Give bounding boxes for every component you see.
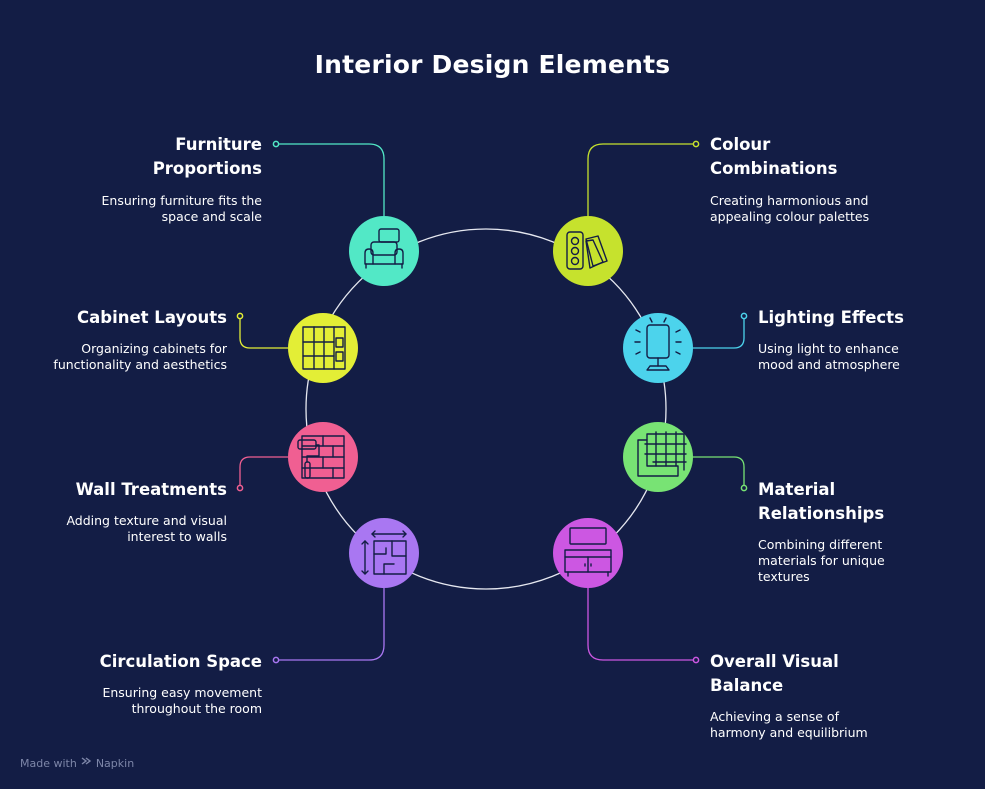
desc-furniture-proportions: Ensuring furniture fits the space and sc… [101,193,262,224]
connector-cabinet [239,316,288,349]
connector-furniture [276,143,385,216]
connector-material [692,456,745,488]
color-swatch-icon [566,231,608,270]
dot-circulation [272,656,280,664]
desc-wall-treatments: Adding texture and visual interest to wa… [66,513,227,544]
desc-circulation-space: Ensuring easy movement throughout the ro… [102,685,262,716]
desc-overall-visual-balance: Achieving a sense of harmony and equilib… [710,709,868,740]
paint-roller-icon [297,435,345,479]
footer-brand: Napkin [95,756,135,770]
sofa-icon [364,228,404,269]
desc-lighting-effects: Using light to enhance mood and atmosphe… [758,341,900,372]
label-furniture-proportions: Furniture Proportions [152,135,262,178]
node-lighting [623,313,693,383]
dot-wall [236,484,244,492]
dot-colour [692,140,700,148]
dot-cabinet [236,312,244,320]
label-lighting-effects: Lighting Effects [758,308,904,327]
node-furniture [349,216,419,286]
page-title: Interior Design Elements [314,50,671,79]
node-material [623,422,693,492]
sideboard-icon [564,527,612,577]
desc-material-relationships: Combining different materials for unique… [758,537,885,584]
label-material-relationships: Material Relationships [758,480,885,523]
dot-material [740,484,748,492]
desc-colour-combinations: Creating harmonious and appealing colour… [710,193,870,224]
connector-balance [587,588,696,661]
dot-furniture [272,140,280,148]
cabinet-icon [302,326,346,370]
footer-made-with: Made with [20,756,77,770]
connector-wall [239,456,288,488]
lamp-icon [634,317,682,371]
footer-attribution: Made with Napkin [20,756,134,770]
connector-circulation [276,588,385,661]
label-cabinet-layouts: Cabinet Layouts [77,308,227,327]
napkin-logo-icon [81,756,92,770]
floor-plan-icon [361,530,407,575]
label-colour-combinations: Colour Combinations [710,135,838,178]
label-overall-visual-balance: Overall Visual Balance [710,652,839,695]
connector-colour [587,143,696,216]
desc-cabinet-layouts: Organizing cabinets for functionality an… [53,341,227,372]
node-circulation [349,518,419,588]
material-grid-icon [637,431,687,477]
label-wall-treatments: Wall Treatments [75,480,227,499]
connector-lighting [692,316,745,349]
dot-lighting [740,312,748,320]
central-ring [305,228,667,590]
dot-balance [692,656,700,664]
node-cabinet [288,313,358,383]
label-circulation-space: Circulation Space [99,652,262,671]
